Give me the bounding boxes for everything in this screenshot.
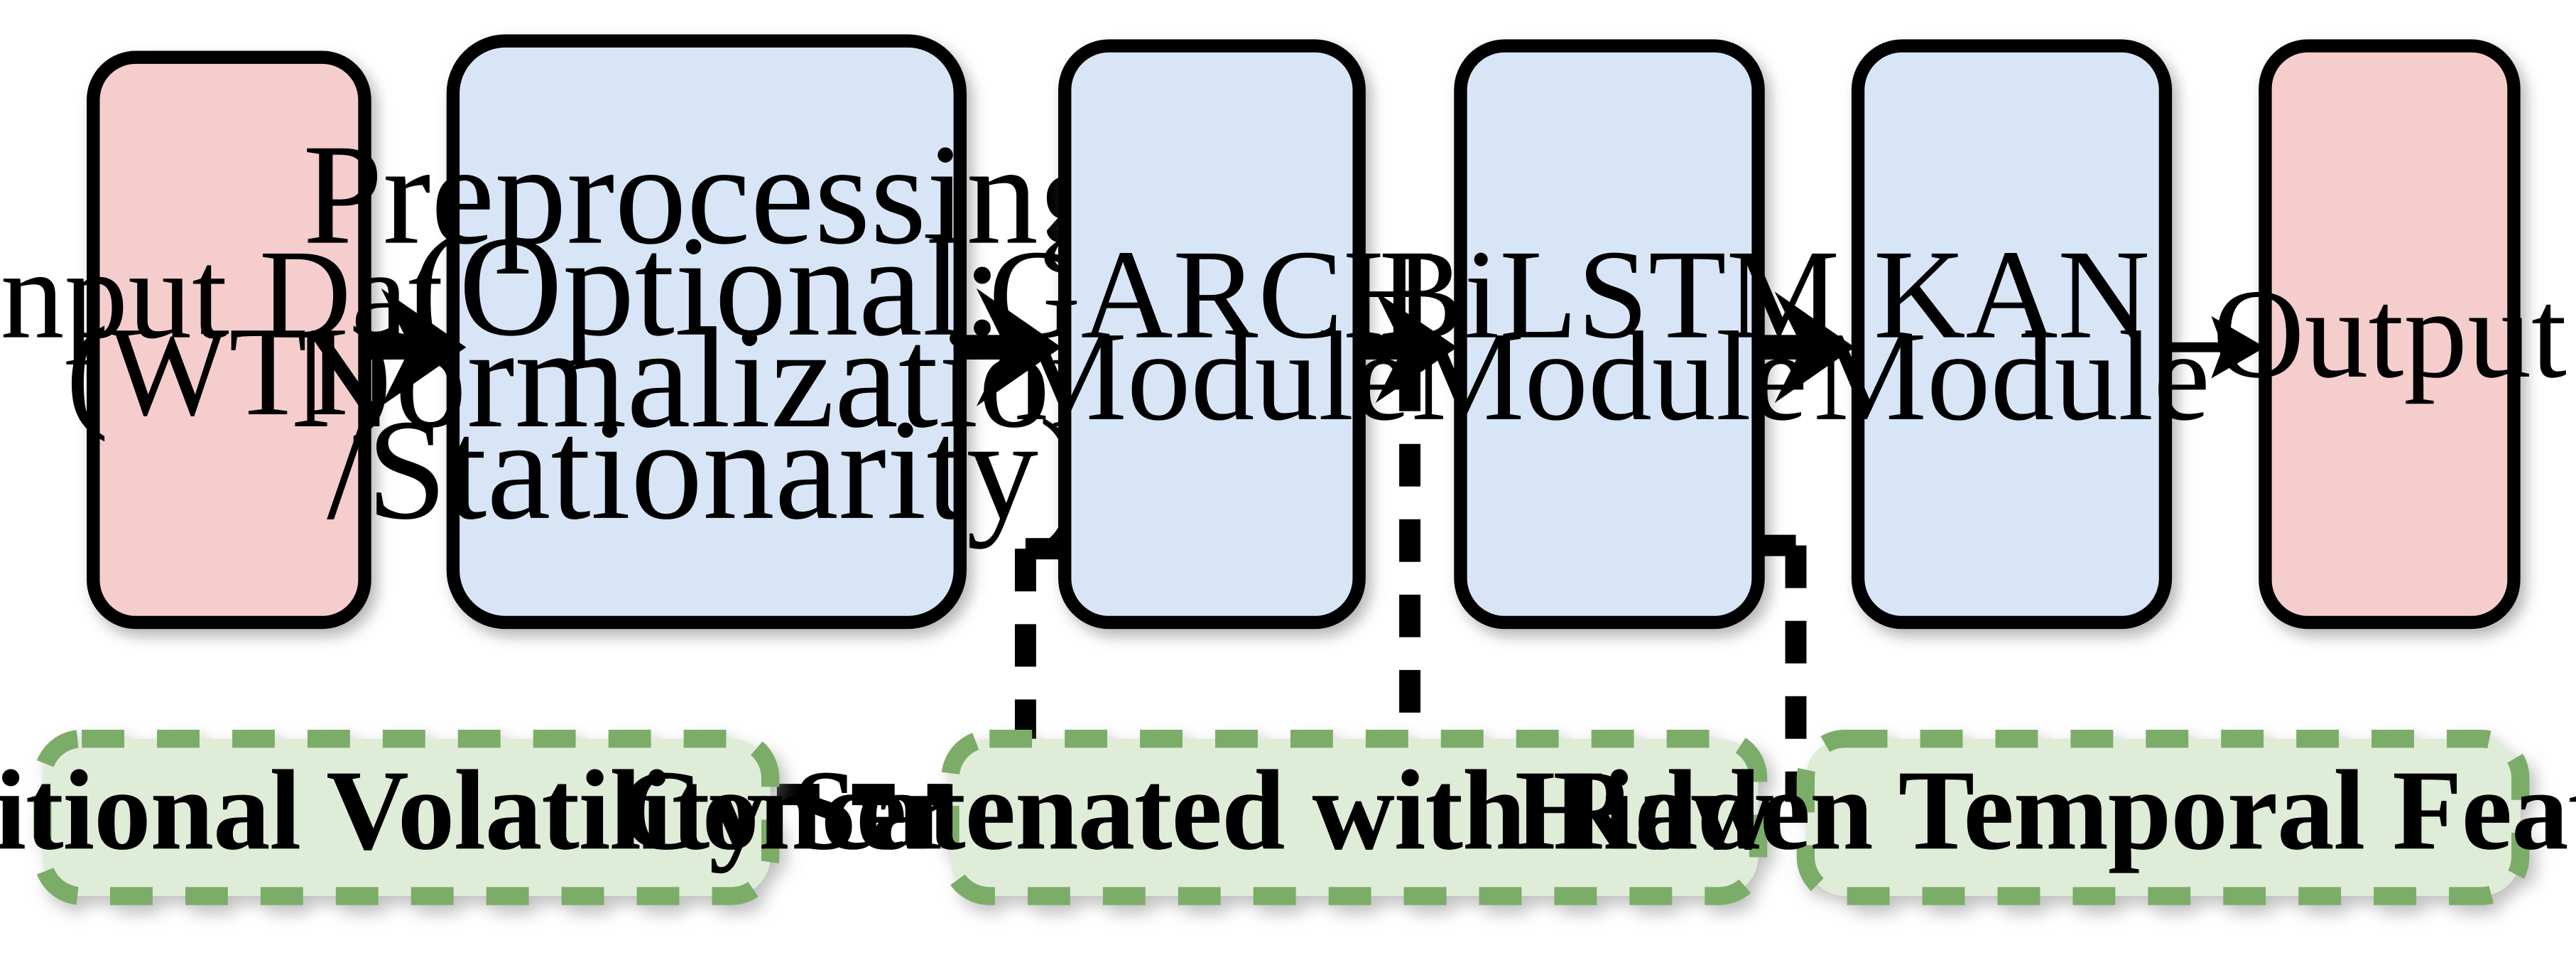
node-kan-module[interactable]: KAN Module [1813,39,2210,630]
arrow-preprocessing-to-garch [960,288,1062,406]
aux-nodes: Conditional Volatility Series Concatenat… [0,730,2576,905]
pipeline-nodes: Input Data (WTI) Preprocessing (Optional… [0,34,2567,630]
node-bilstm-module-line-1: Module [1411,306,1808,447]
arrow-input-to-preprocessing [364,288,467,406]
node-bilstm-module-shape [1454,39,1765,630]
node-conditional-volatility-series-shape [33,730,780,905]
arrow-kan-to-output [2165,315,2266,379]
node-hidden-temporal-features-shape [1796,730,2530,905]
flow-arrows [364,288,2266,406]
node-conditional-volatility-series-label: Conditional Volatility Series [0,746,1081,873]
node-conditional-volatility-series[interactable]: Conditional Volatility Series [0,730,1082,905]
node-preprocessing[interactable]: Preprocessing (Optional: Normalization /… [291,34,1122,630]
node-preprocessing-line-1: (Optional: [411,206,1002,366]
node-input-data-line-1: (WTI) [66,301,392,442]
node-kan-module-shape [1851,39,2173,630]
arrow-bilstm-to-kan [1758,291,1855,404]
node-output-shape [2259,39,2521,630]
node-hidden-temporal-features-label: Hidden Temporal Features [1515,746,2576,873]
node-hidden-temporal-features[interactable]: Hidden Temporal Features [1515,730,2576,905]
node-concatenated-raw-series-shape [941,730,1768,905]
node-preprocessing-line-3: /Stationarity) [327,389,1086,549]
node-preprocessing-line-0: Preprocessing [303,114,1110,274]
node-preprocessing-shape [446,34,967,630]
node-garch-module-shape [1058,39,1366,630]
arrow-garch-to-bilstm [1359,291,1457,404]
node-garch-module-line-1: Module [1013,306,1411,447]
node-output-line-0: Output [2212,263,2567,404]
node-input-data[interactable]: Input Data (WTI) [0,50,500,630]
node-output[interactable]: Output [2212,39,2567,630]
node-garch-module[interactable]: GARCH Module [989,39,1435,630]
node-kan-module-line-0: KAN [1874,224,2150,365]
node-kan-module-line-1: Module [1813,306,2210,447]
